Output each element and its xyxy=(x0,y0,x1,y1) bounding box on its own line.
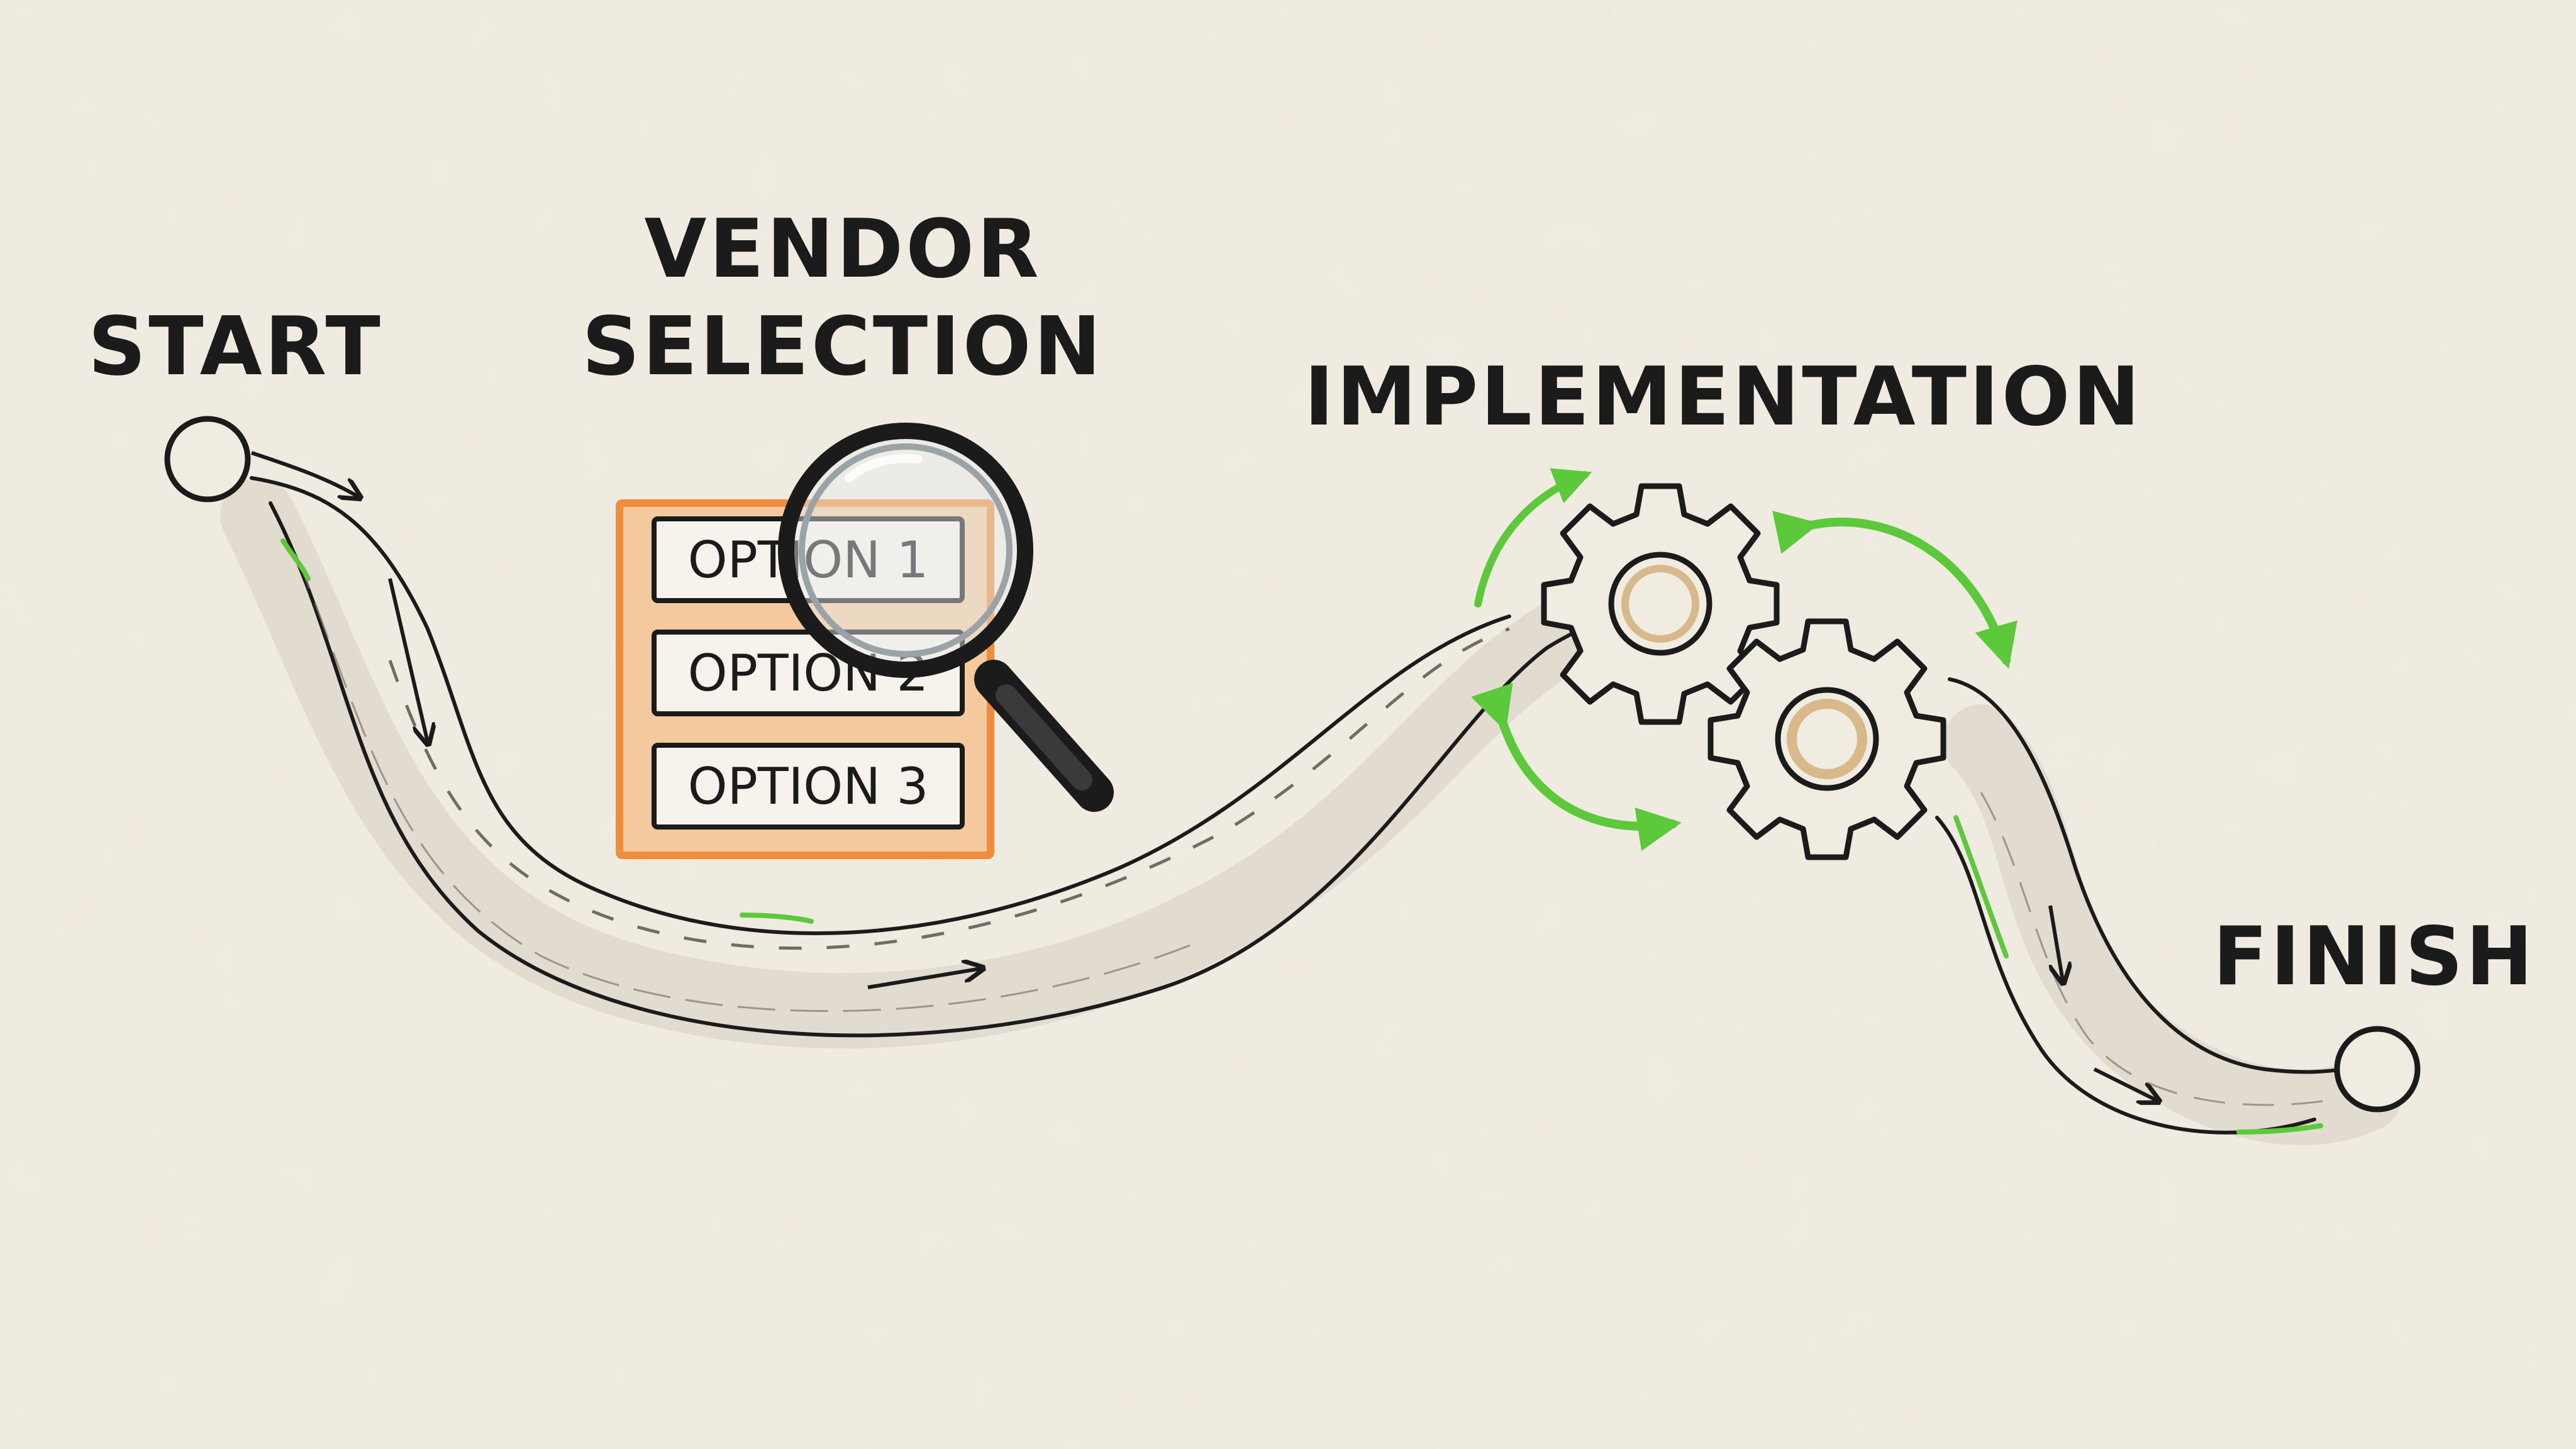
road-edge-finish-inner xyxy=(1935,816,2316,1135)
cycle-arrow-icon xyxy=(1471,682,1682,852)
road-sketch-stroke-1 xyxy=(294,553,1196,1013)
green-accent-2 xyxy=(740,913,814,924)
implementation-label: IMPLEMENTATION xyxy=(1304,350,2142,444)
start-label: START xyxy=(88,300,383,394)
cycle-arrow-icon xyxy=(1474,468,1592,608)
road-sketch-stroke-3 xyxy=(1980,792,2328,1106)
road-sketch-stroke-2 xyxy=(388,627,1510,950)
start-node xyxy=(164,416,251,502)
start-milestone: START xyxy=(88,300,383,502)
cycle-arrow-icon xyxy=(1772,511,2018,669)
finish-node xyxy=(2334,1026,2421,1113)
direction-arrow-icon xyxy=(2093,1067,2157,1101)
finish-label: FINISH xyxy=(2212,910,2535,1004)
gear-icon xyxy=(1541,483,1780,725)
winding-road xyxy=(220,451,2402,1145)
green-accent-3 xyxy=(1953,815,2009,958)
vendor-selection-milestone: VENDOR SELECTION OPTION 1 OPTION 2 OPTIO… xyxy=(582,203,1114,859)
road-edge-right xyxy=(250,476,1511,936)
vendor-selection-title-line2: SELECTION xyxy=(582,300,1103,394)
magnifying-glass-icon xyxy=(778,423,1114,812)
vendor-selection-title-line1: VENDOR xyxy=(644,203,1041,296)
option-label: OPTION 3 xyxy=(688,757,929,816)
finish-milestone: FINISH xyxy=(2212,910,2535,1113)
direction-arrow-icon xyxy=(2048,905,2063,981)
gear-icon xyxy=(1707,618,1946,860)
road-edge-left xyxy=(269,501,1656,1038)
direction-arrow-icon xyxy=(867,969,981,989)
option-card: OPTION 3 xyxy=(652,743,965,830)
road-edge-finish-outer xyxy=(1948,677,2348,1074)
direction-arrow-icon xyxy=(251,451,358,497)
green-accent-1 xyxy=(280,538,311,581)
green-accent-4 xyxy=(2236,1123,2323,1135)
implementation-milestone: IMPLEMENTATION xyxy=(1304,350,2142,860)
direction-arrow-icon xyxy=(388,578,428,742)
